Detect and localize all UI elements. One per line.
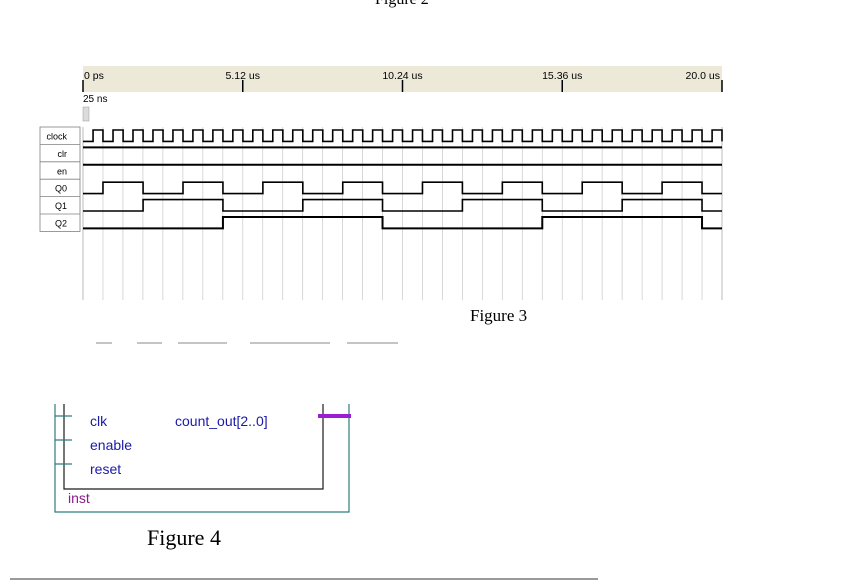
signal-name-Q0[interactable]: Q0 xyxy=(55,184,67,194)
time-ruler-labels: 0 ps 5.12 us 10.24 us 15.36 us 20.0 us xyxy=(84,70,720,82)
signal-name-Q2[interactable]: Q2 xyxy=(55,219,67,229)
waveform-Q0 xyxy=(83,181,722,195)
input-label-clk: clk xyxy=(90,413,108,429)
cursor-marker[interactable] xyxy=(82,106,90,122)
waveforms xyxy=(83,129,723,230)
symbol-outer-border xyxy=(54,404,350,513)
ruler-label: 20.0 us xyxy=(686,70,720,82)
waveform-Q2 xyxy=(83,216,722,230)
cursor-label: 25 ns xyxy=(83,94,107,105)
counter-block-symbol[interactable]: clk enable reset count_out[2..0] inst xyxy=(54,404,351,513)
ruler-label: 15.36 us xyxy=(542,70,582,82)
ruler-label: 10.24 us xyxy=(382,70,422,82)
symbol-inner-border xyxy=(63,404,324,490)
waveform-clock xyxy=(83,129,723,143)
signal-name-clock[interactable]: clock xyxy=(46,132,67,142)
output-label: count_out[2..0] xyxy=(175,413,268,429)
signal-name-en[interactable]: en xyxy=(57,166,67,176)
figure3-caption: Figure 3 xyxy=(470,306,527,325)
input-label-reset: reset xyxy=(90,461,121,477)
input-label-enable: enable xyxy=(90,437,132,453)
time-grid xyxy=(82,127,723,300)
time-ruler-ticks xyxy=(82,80,723,92)
waveform-Q1 xyxy=(83,198,722,212)
page-top-text: Figure 2 xyxy=(375,0,429,8)
timing-diagram: 0 ps 5.12 us 10.24 us 15.36 us 20.0 us 25 ns… xyxy=(39,66,723,300)
ruler-label: 0 ps xyxy=(84,70,104,82)
signal-name-clr[interactable]: clr xyxy=(58,149,68,159)
instance-label: inst xyxy=(68,490,90,506)
signal-name-Q1[interactable]: Q1 xyxy=(55,201,67,211)
figure4-caption: Figure 4 xyxy=(147,525,221,550)
ruler-label: 5.12 us xyxy=(226,70,260,82)
